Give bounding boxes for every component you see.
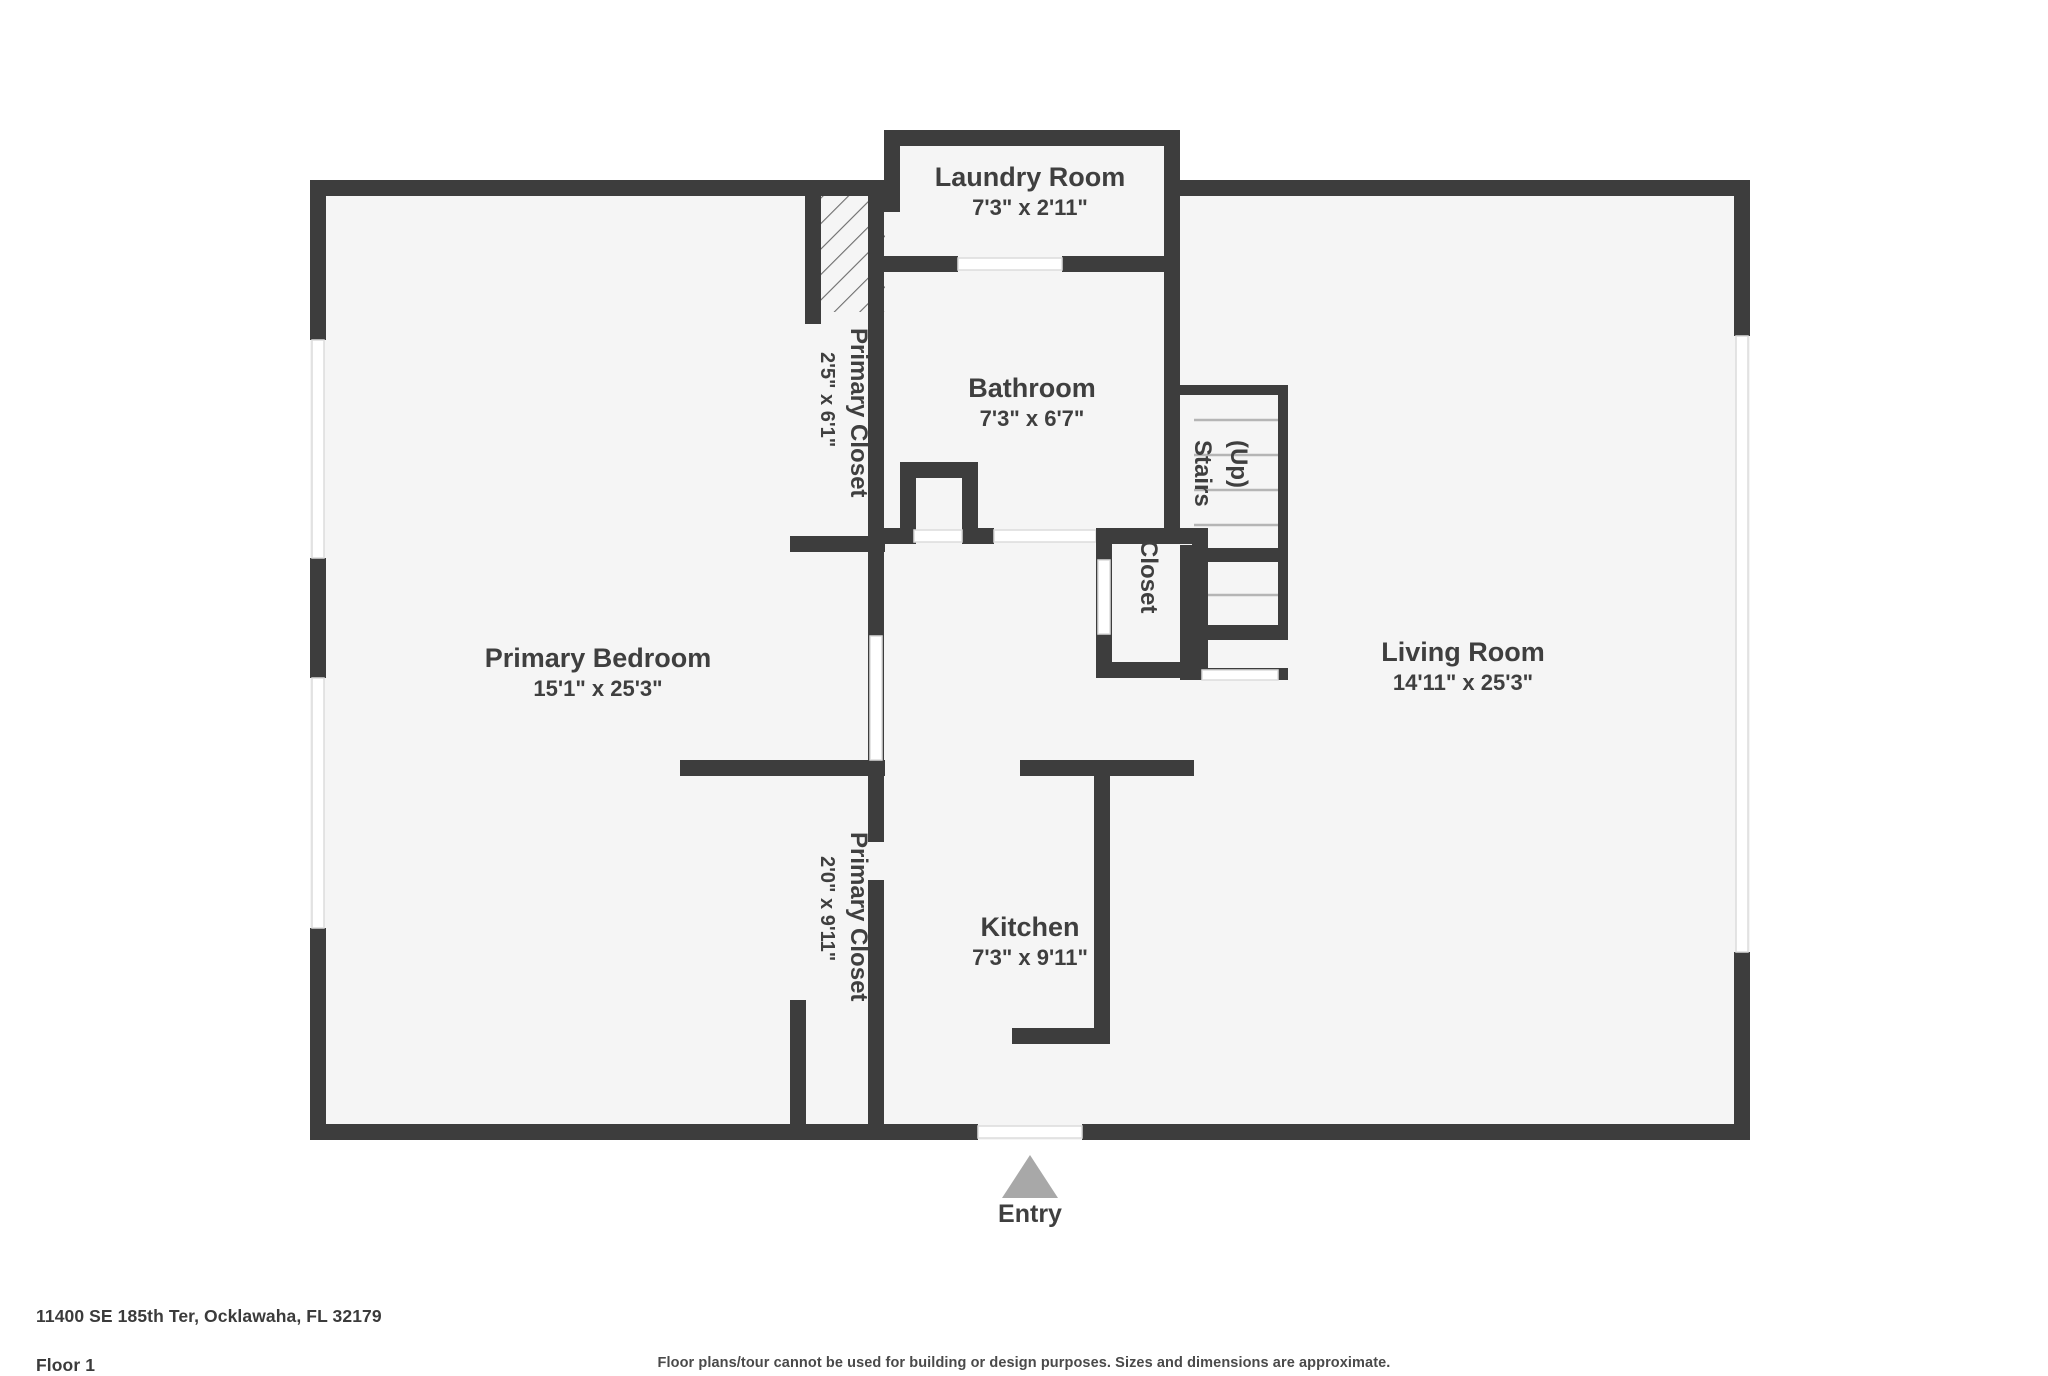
- window-openings: [311, 335, 1749, 1139]
- living-floor: [1170, 180, 1750, 1140]
- bedroom-doorway: [869, 635, 883, 761]
- bedroom-floor: [310, 180, 890, 1140]
- floor-label: Floor 1: [36, 1355, 96, 1375]
- disclaimer-text: Floor plans/tour cannot be used for buil…: [657, 1355, 1391, 1371]
- laundry-floor: [890, 130, 1180, 270]
- entry-arrow-icon: [1002, 1155, 1058, 1198]
- room-floor-fills: [310, 130, 1750, 1140]
- entry-label: Entry: [998, 1200, 1062, 1228]
- property-address: 11400 SE 185th Ter, Ocklawaha, FL 32179: [36, 1306, 382, 1326]
